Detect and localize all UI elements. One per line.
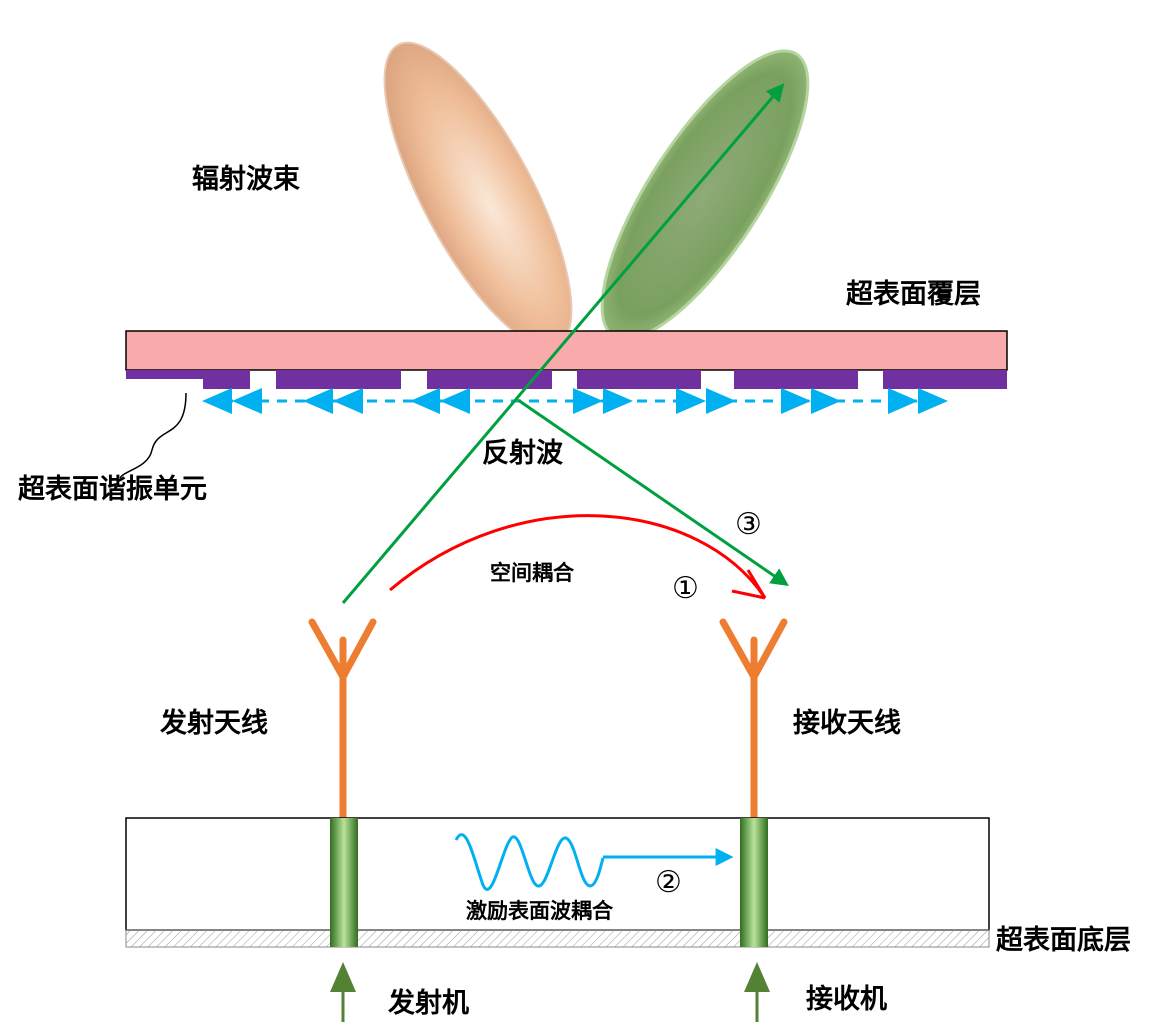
resonant-element [734, 370, 858, 389]
space-coupling-arrowhead [731, 569, 767, 600]
feed-input-arrows [330, 962, 770, 1022]
resonant-element [203, 370, 250, 389]
beam-lobe-left [383, 41, 573, 349]
base-layer-label: 超表面底层 [996, 924, 1131, 956]
rx-antenna-label: 接收天线 [793, 708, 901, 739]
ground-hatch [125, 929, 990, 948]
path-marker-2: ② [655, 865, 682, 900]
resonant-element [577, 370, 701, 389]
arrow-right [676, 388, 706, 414]
resonant-strip-base [126, 370, 208, 379]
space-coupling-curve [389, 514, 767, 599]
receiver-label: 接收机 [806, 984, 887, 1015]
arrow-left [410, 388, 440, 414]
radiation-beam-lobes [383, 41, 810, 349]
resonant-element [883, 370, 1007, 389]
arrow-left [303, 388, 333, 414]
resonant-unit-label: 超表面谐振单元 [18, 474, 207, 505]
arrow-right [573, 388, 603, 414]
transmitter-label: 发射机 [387, 987, 469, 1019]
resonant-unit-leader-line [119, 392, 187, 479]
reflected-wave-rays [341, 83, 789, 604]
rx-input-arrowhead [744, 962, 770, 992]
tx-input-arrowhead [330, 962, 356, 992]
rx-antenna [719, 618, 788, 826]
arrow-right [918, 388, 948, 414]
resonant-unit-strip [126, 370, 1007, 389]
rx-feed-connector [740, 818, 768, 947]
surface-wave-coupling-label: 激励表面波耦合 [466, 899, 614, 923]
radiation-beam-label: 辐射波束 [192, 164, 300, 195]
surface-wave-arrows [202, 388, 948, 414]
space-coupling-arc [389, 514, 767, 600]
arrow-left [202, 388, 232, 414]
tx-antenna [308, 618, 377, 826]
arrow-right [811, 388, 841, 414]
metasurface-cover-layer [125, 330, 1008, 371]
tx-feed-connector [330, 818, 358, 947]
tx-antenna-label: 发射天线 [159, 707, 268, 739]
resonant-element [276, 370, 401, 389]
arrow-left [440, 388, 470, 414]
space-coupling-label: 空间耦合 [490, 561, 575, 585]
beam-lobe-right [600, 49, 810, 341]
arrow-right [603, 388, 633, 414]
surface-wave-sine [454, 833, 605, 891]
path-marker-1: ① [672, 571, 699, 606]
arrow-right [888, 388, 918, 414]
arrow-right [781, 388, 811, 414]
arrow-left [232, 388, 262, 414]
incident-ray [341, 83, 785, 604]
surface-wave-path [454, 833, 734, 891]
reflected-ray [517, 398, 789, 587]
reflected-wave-label: 反射波 [482, 438, 564, 469]
arrow-right [706, 388, 736, 414]
path-marker-3: ③ [735, 507, 762, 542]
cover-layer-label: 超表面覆层 [846, 279, 981, 310]
arrow-left [333, 388, 363, 414]
resonant-element [427, 370, 552, 389]
